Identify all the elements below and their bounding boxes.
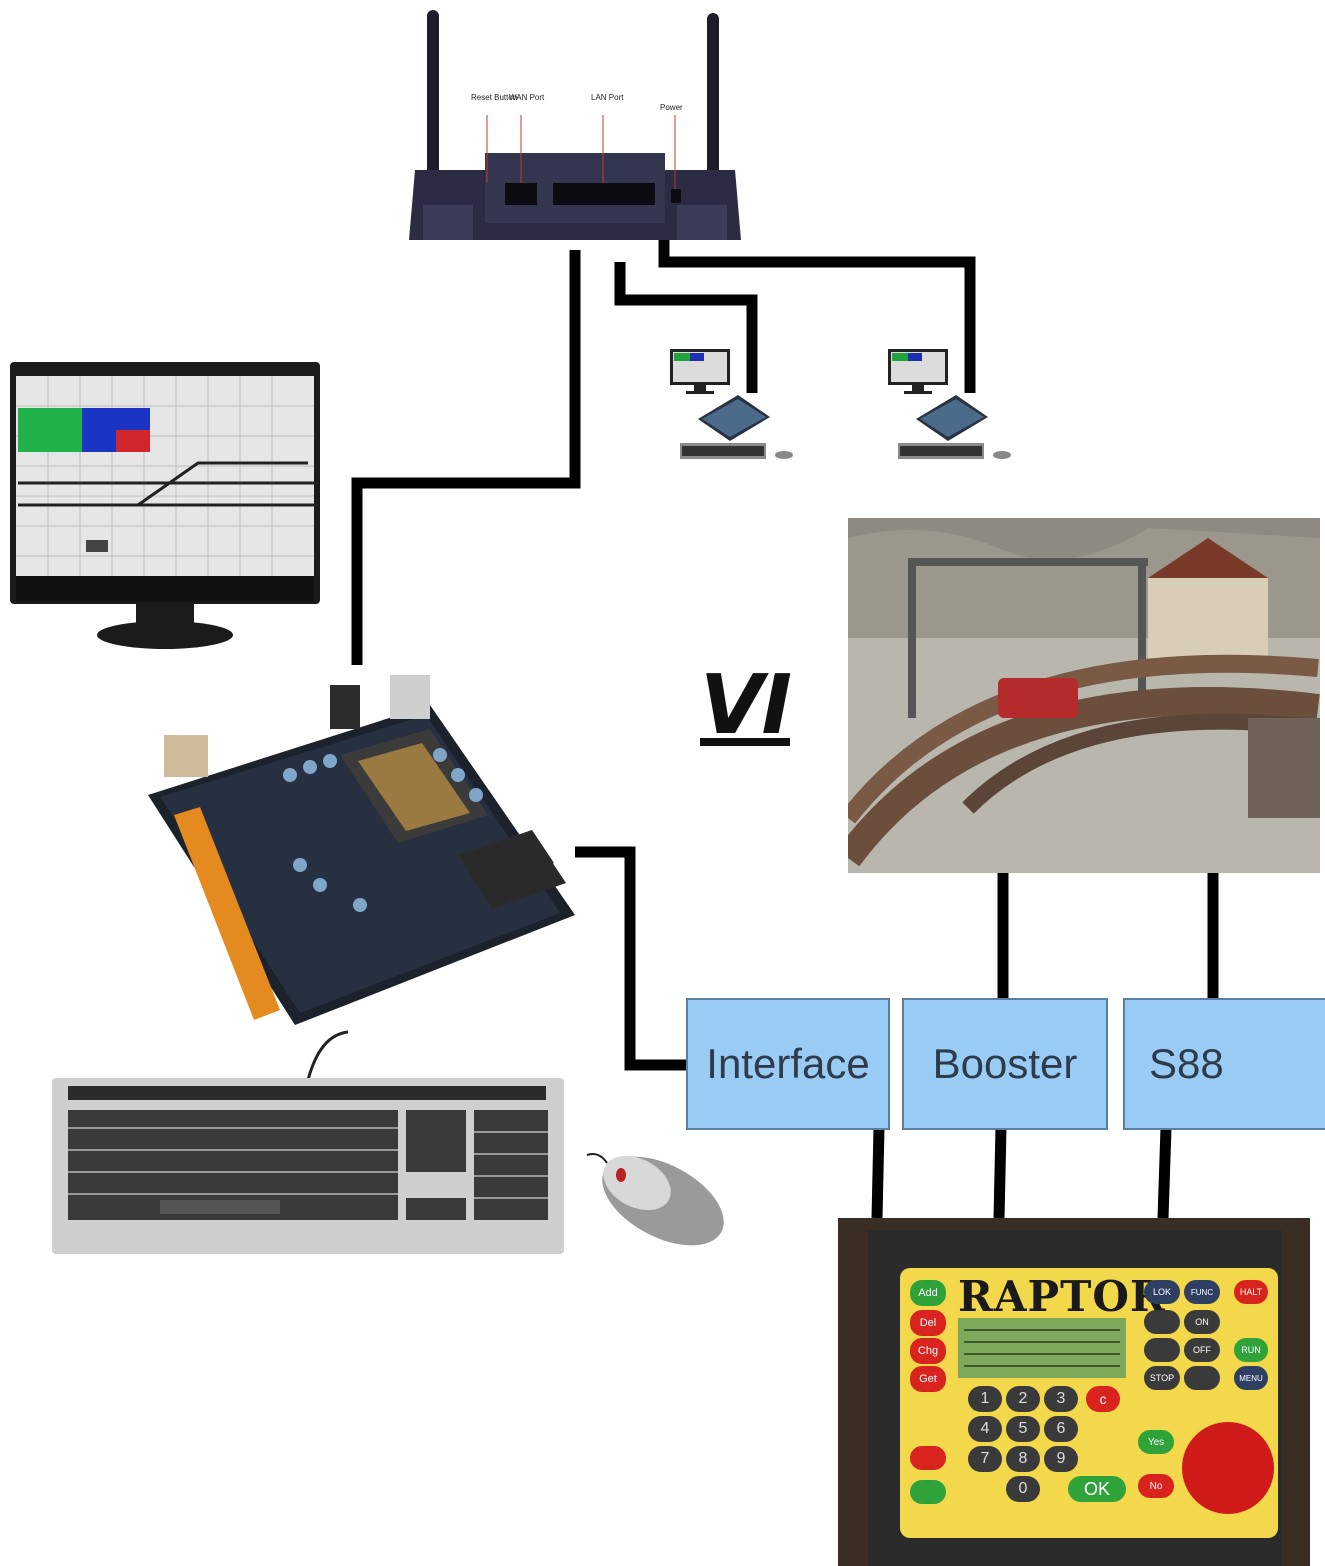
key-red-lower[interactable] (910, 1446, 946, 1470)
interface-module: Interface (686, 998, 890, 1130)
vi-label: VI (700, 658, 792, 753)
power-port (671, 189, 681, 203)
key-func[interactable]: FUNC (1184, 1280, 1220, 1304)
key-2[interactable]: 2 (1006, 1386, 1040, 1412)
key-4[interactable]: 4 (968, 1416, 1002, 1442)
wire-interface-controller (871, 1127, 885, 1219)
spacebar (160, 1200, 280, 1214)
router-label-wan: WAN Port (509, 93, 545, 102)
key-blank-1[interactable] (1144, 1310, 1180, 1334)
key-9[interactable]: 9 (1044, 1446, 1078, 1472)
wire-booster-controller (993, 1127, 1007, 1219)
controller-lcd (958, 1318, 1126, 1378)
keyboard-cable (306, 1030, 349, 1081)
wire-pc-interface (575, 846, 688, 1071)
key-7[interactable]: 7 (968, 1446, 1002, 1472)
key-blank-2[interactable] (1144, 1338, 1180, 1362)
wire-s88-controller (1157, 1127, 1172, 1219)
wireless-router: Reset Button WAN Port LAN Port Power (409, 10, 741, 240)
key-1[interactable]: 1 (968, 1386, 1002, 1412)
key-del[interactable]: Del (910, 1310, 946, 1336)
key-on[interactable]: ON (1184, 1310, 1220, 1334)
router-label-power: Power (660, 103, 683, 112)
key-5[interactable]: 5 (1006, 1416, 1040, 1442)
mouse-scroll-wheel (616, 1168, 626, 1182)
router-antenna-right (707, 13, 719, 183)
keyboard (52, 1030, 564, 1254)
key-green-lower[interactable] (910, 1480, 946, 1504)
speed-knob (1182, 1422, 1274, 1514)
key-clear[interactable]: c (1086, 1386, 1120, 1412)
key-stop[interactable]: STOP (1144, 1366, 1180, 1390)
s88-label: S88 (1149, 1040, 1224, 1087)
interface-label: Interface (706, 1040, 870, 1087)
controller-brand: RAPTOR (958, 1272, 1166, 1321)
motherboard (148, 675, 575, 1025)
booster-label: Booster (932, 1040, 1078, 1087)
mouse (586, 1153, 724, 1246)
key-add[interactable]: Add (910, 1280, 946, 1306)
booster-module: Booster (902, 998, 1108, 1130)
client-workstation-1 (670, 349, 793, 459)
wire-router-pc (351, 250, 581, 665)
model-train (998, 678, 1078, 718)
s88-module: S88 (1123, 998, 1325, 1130)
main-monitor (10, 362, 320, 649)
wan-port (505, 183, 537, 205)
key-0[interactable]: 0 (1006, 1476, 1040, 1502)
wire-router-client2 (658, 225, 976, 393)
key-no[interactable]: No (1138, 1474, 1174, 1498)
key-get[interactable]: Get (910, 1366, 946, 1392)
cpu-socket (358, 743, 470, 831)
key-chg[interactable]: Chg (910, 1338, 946, 1364)
model-railway-layout-photo (848, 518, 1320, 873)
key-run[interactable]: RUN (1234, 1338, 1268, 1362)
key-3[interactable]: 3 (1044, 1386, 1078, 1412)
key-6[interactable]: 6 (1044, 1416, 1078, 1442)
raptor-controller: RAPTOR Add Del Chg Get LOK FUNC ON OFF S… (838, 1218, 1310, 1566)
pci-express-slot (174, 807, 280, 1020)
key-menu[interactable]: MENU (1234, 1366, 1268, 1390)
lan-ports (553, 183, 655, 205)
key-8[interactable]: 8 (1006, 1446, 1040, 1472)
key-lok[interactable]: LOK (1144, 1280, 1180, 1304)
client-workstation-2 (888, 349, 1011, 459)
key-ok[interactable]: OK (1068, 1476, 1126, 1502)
key-off[interactable]: OFF (1184, 1338, 1220, 1362)
router-label-lan: LAN Port (591, 93, 624, 102)
key-halt[interactable]: HALT (1234, 1280, 1268, 1304)
router-antenna-left (427, 10, 439, 180)
key-yes[interactable]: Yes (1138, 1430, 1174, 1454)
router-label-reset: Reset Button (471, 93, 517, 102)
key-blank-3[interactable] (1184, 1366, 1220, 1390)
wire-router-client1 (614, 262, 758, 393)
